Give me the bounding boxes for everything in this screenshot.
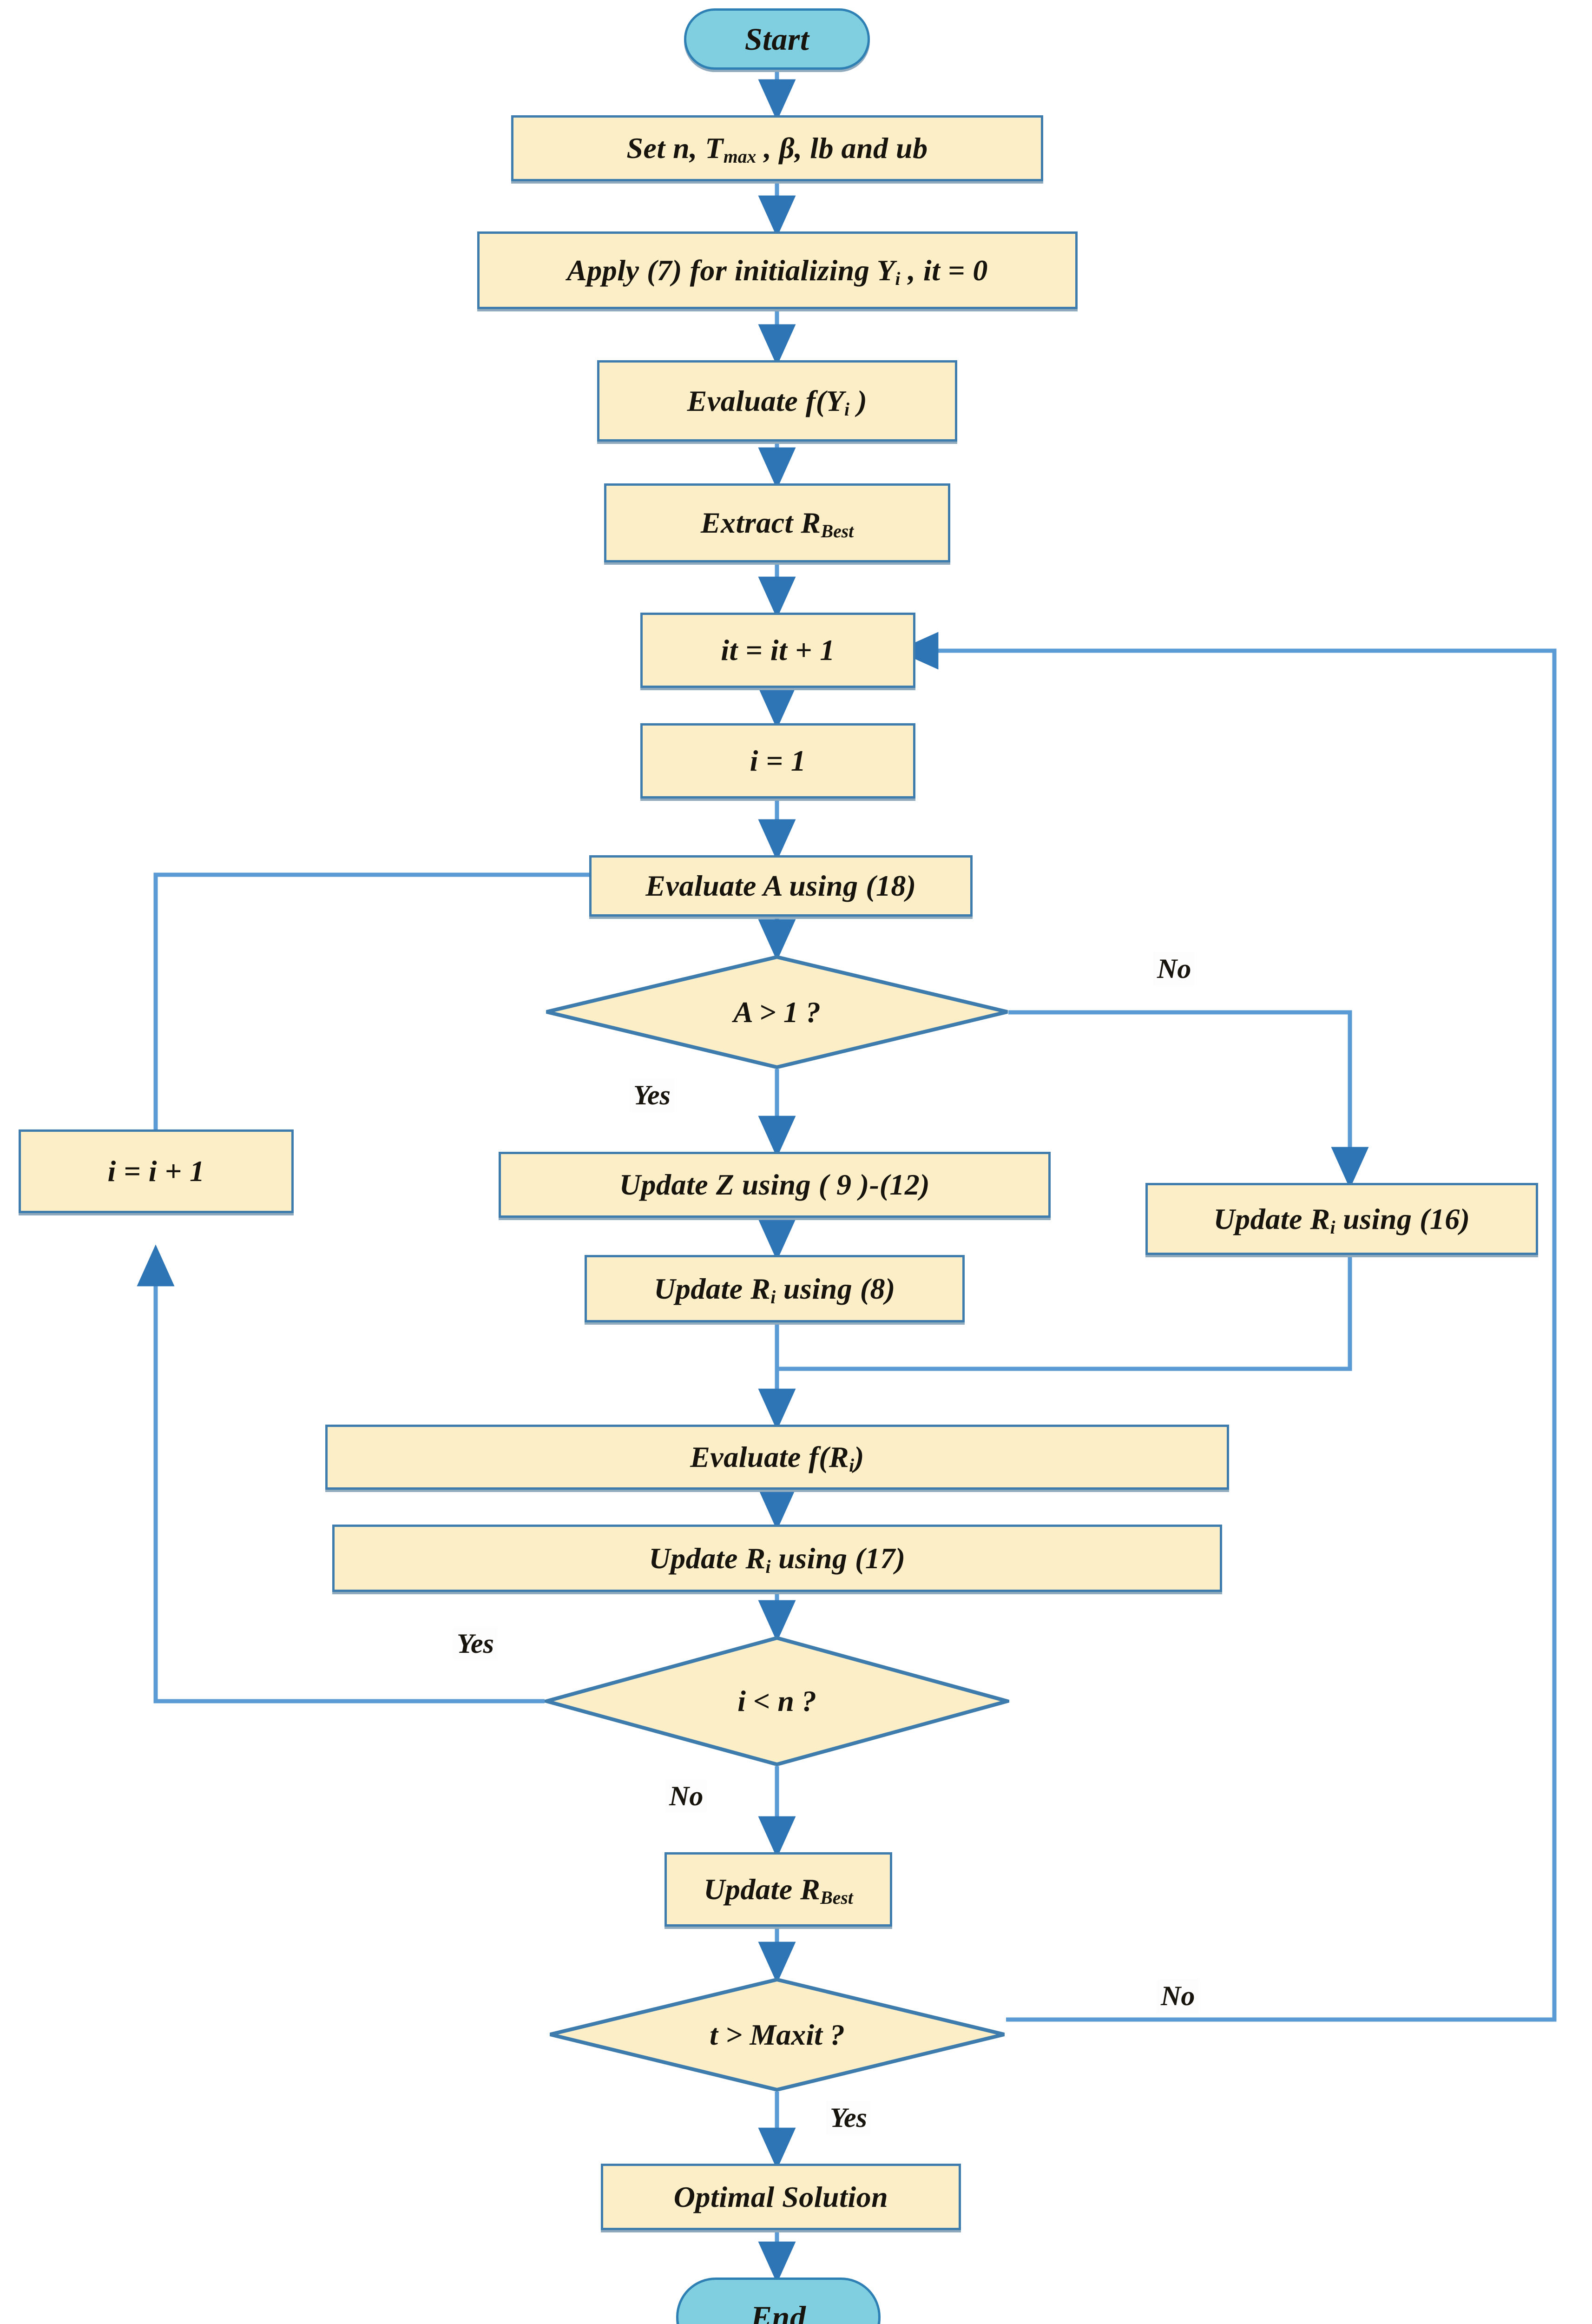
node-update-z[interactable]: Update Z using ( 9 )-(12) (499, 1152, 1051, 1218)
node-update-rbest[interactable]: Update RBest (664, 1852, 892, 1927)
node-optimal-solution[interactable]: Optimal Solution (601, 2164, 961, 2230)
node-update-ri-16-label: Update Ri using (16) (1213, 1202, 1470, 1238)
edge-decisiont-no-to-it (896, 632, 1557, 2022)
decision-i-shape (545, 1636, 1009, 1766)
node-extract-rbest-label: Extract RBest (700, 506, 854, 542)
edge-decisiona-no-to-updateri16 (1008, 1010, 1369, 1189)
node-decision-a-label: A > 1 ? (733, 995, 821, 1029)
edge-label-decision-i-no: No (665, 1779, 707, 1813)
edge-updateri16-to-trunk (777, 1255, 1352, 1371)
node-it-increment[interactable]: it = it + 1 (640, 613, 915, 688)
node-start[interactable]: Start (684, 8, 870, 70)
node-end-label: End (750, 2299, 806, 2324)
node-i-increment[interactable]: i = i + 1 (19, 1129, 294, 1213)
node-update-z-label: Update Z using ( 9 )-(12) (619, 1168, 930, 1201)
node-start-label: Start (744, 21, 809, 57)
edge-label-decision-t-yes: Yes (826, 2101, 871, 2135)
node-evaluate-fy-label: Evaluate f(Yi ) (687, 384, 868, 420)
node-apply-init[interactable]: Apply (7) for initializing Yi , it = 0 (477, 231, 1078, 309)
node-decision-i-label: i < n ? (737, 1684, 816, 1717)
decision-t-shape (550, 1978, 1005, 2092)
node-decision-t[interactable]: t > Maxit ? (548, 1978, 1006, 2092)
node-i-init[interactable]: i = 1 (640, 723, 915, 799)
node-update-rbest-label: Update RBest (704, 1873, 853, 1908)
node-update-ri-17-label: Update Ri using (17) (649, 1541, 906, 1577)
node-evaluate-a-label: Evaluate A using (18) (645, 869, 916, 902)
decision-a-shape (546, 955, 1008, 1069)
node-i-increment-label: i = i + 1 (107, 1155, 205, 1188)
node-update-ri-17[interactable]: Update Ri using (17) (332, 1525, 1222, 1592)
node-optimal-solution-label: Optimal Solution (673, 2180, 888, 2213)
node-end[interactable]: End (676, 2278, 881, 2324)
node-update-ri-8[interactable]: Update Ri using (8) (585, 1255, 965, 1322)
node-set-params-label: Set n, Tmax , β, lb and ub (626, 132, 928, 167)
node-it-increment-label: it = it + 1 (721, 634, 835, 667)
edge-label-decision-t-no: No (1157, 1979, 1199, 2013)
node-set-params[interactable]: Set n, Tmax , β, lb and ub (511, 115, 1043, 181)
node-evaluate-a[interactable]: Evaluate A using (18) (589, 855, 973, 917)
node-update-ri-8-label: Update Ri using (8) (654, 1272, 895, 1307)
node-decision-t-label: t > Maxit ? (710, 2018, 845, 2051)
node-decision-a[interactable]: A > 1 ? (545, 955, 1009, 1069)
edge-label-decision-i-yes: Yes (453, 1627, 498, 1661)
edge-decisioni-yes-to-iincrement (137, 1244, 545, 1703)
node-update-ri-16[interactable]: Update Ri using (16) (1145, 1183, 1538, 1255)
node-apply-init-label: Apply (7) for initializing Yi , it = 0 (567, 253, 988, 289)
edge-iincrement-to-evala (153, 856, 656, 1129)
node-evaluate-fr-label: Evaluate f(Ri) (690, 1440, 864, 1476)
node-extract-rbest[interactable]: Extract RBest (604, 483, 950, 562)
node-evaluate-fy[interactable]: Evaluate f(Yi ) (597, 360, 957, 442)
node-i-init-label: i = 1 (750, 744, 806, 777)
edge-label-decision-a-yes: Yes (630, 1078, 674, 1112)
node-decision-i[interactable]: i < n ? (545, 1636, 1009, 1766)
node-evaluate-fr[interactable]: Evaluate f(Ri) (325, 1425, 1229, 1490)
edge-label-decision-a-no: No (1153, 952, 1195, 986)
